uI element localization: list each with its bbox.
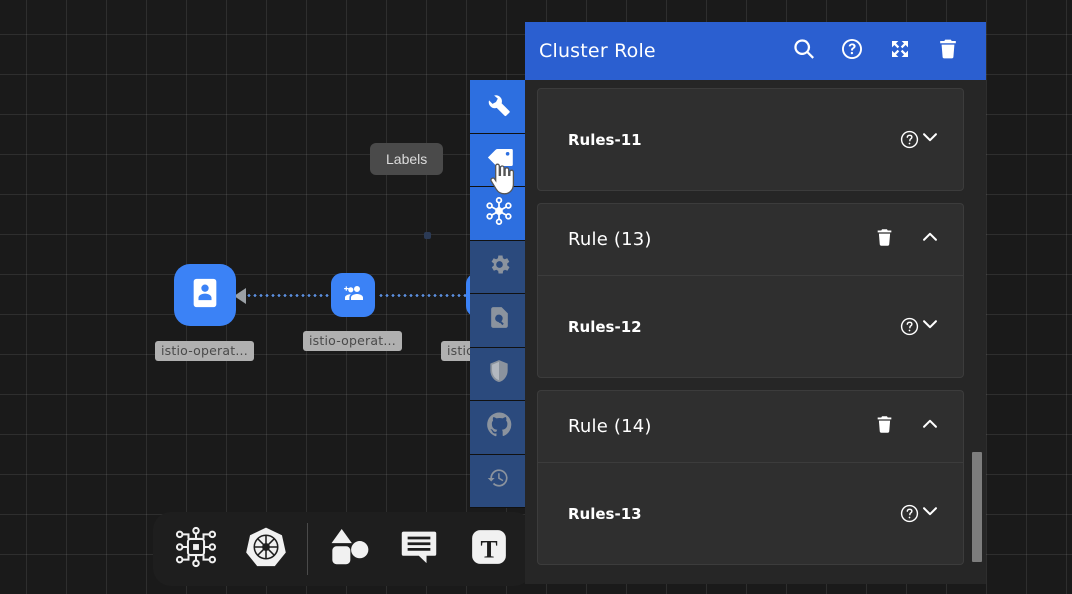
- mini-node[interactable]: [424, 232, 431, 239]
- panel-scroll-area[interactable]: Rules-11: [525, 80, 986, 584]
- rail-item-security[interactable]: [470, 347, 528, 401]
- toolbar-divider: [307, 523, 308, 575]
- tag-icon: [485, 143, 514, 177]
- rule-label: Rule (14): [568, 416, 652, 437]
- rail-item-settings[interactable]: [470, 240, 528, 294]
- microchip-icon: [174, 525, 218, 574]
- trash-icon: [936, 37, 960, 66]
- node-label: istio-operat...: [303, 331, 402, 351]
- rail-item-inspect[interactable]: [470, 294, 528, 348]
- rules-card: Rules-12: [537, 275, 964, 378]
- cluster-role-panel: Cluster Role: [525, 22, 986, 584]
- chevron-down-icon[interactable]: [919, 313, 941, 340]
- trash-icon[interactable]: [874, 227, 895, 253]
- users-add-icon: [341, 281, 365, 310]
- rule-label: Rule (13): [568, 229, 652, 250]
- node-service-account[interactable]: [174, 264, 236, 326]
- expand-button[interactable]: [888, 37, 912, 66]
- rule-row[interactable]: Rule (14): [538, 391, 963, 462]
- tooltip-labels: Labels: [370, 143, 444, 175]
- expand-icon: [888, 37, 912, 66]
- chevron-up-icon[interactable]: [919, 226, 941, 253]
- rule-card: Rule (13): [537, 203, 964, 275]
- rules-row[interactable]: Rules-13: [538, 463, 963, 564]
- graph-edge: [246, 294, 346, 297]
- svg-text:T: T: [480, 534, 497, 563]
- kubernetes-icon: [244, 525, 288, 574]
- search-icon: [792, 37, 816, 66]
- panel-header-actions: [792, 37, 960, 66]
- bottom-item-infrastructure[interactable]: [161, 512, 231, 586]
- shield-icon: [486, 358, 512, 389]
- node-role-binding[interactable]: [331, 273, 375, 317]
- text-icon: T: [467, 525, 511, 574]
- bottom-item-comment[interactable]: [384, 512, 454, 586]
- help-icon: [840, 37, 864, 66]
- rules-row[interactable]: Rules-12: [538, 276, 963, 377]
- graph-edge: [378, 294, 478, 297]
- rules-label: Rules-13: [568, 504, 642, 523]
- rules-card: Rules-13: [537, 462, 964, 565]
- comment-icon: [397, 525, 441, 574]
- vertical-toolbar: [470, 80, 528, 508]
- rule-card: Rule (14): [537, 390, 964, 462]
- graph-edge-arrow: [234, 288, 246, 304]
- page-title: Cluster Role: [539, 40, 656, 62]
- help-icon[interactable]: [900, 504, 919, 523]
- rail-item-labels[interactable]: [470, 133, 528, 187]
- shapes-icon: [326, 524, 372, 575]
- id-badge-icon: [188, 276, 222, 315]
- rail-item-tools[interactable]: [470, 80, 528, 134]
- help-icon[interactable]: [900, 130, 919, 149]
- help-button[interactable]: [840, 37, 864, 66]
- bottom-toolbar: T: [153, 512, 532, 586]
- rail-item-history[interactable]: [470, 454, 528, 508]
- topology-icon: [484, 196, 514, 231]
- gear-icon: [487, 252, 512, 282]
- document-search-icon: [487, 305, 512, 335]
- trash-icon[interactable]: [874, 414, 895, 440]
- bottom-item-shapes[interactable]: [314, 512, 384, 586]
- panel-scrollbar[interactable]: [972, 80, 984, 584]
- search-button[interactable]: [792, 37, 816, 66]
- bottom-item-kubernetes[interactable]: [231, 512, 301, 586]
- bottom-item-text[interactable]: T: [454, 512, 524, 586]
- rail-item-github[interactable]: [470, 401, 528, 455]
- node-label: istio-operat...: [155, 341, 254, 361]
- scrollbar-thumb[interactable]: [972, 452, 982, 562]
- wrench-icon: [486, 91, 512, 122]
- rail-item-topology[interactable]: [470, 187, 528, 241]
- panel-header: Cluster Role: [525, 22, 986, 80]
- chevron-down-icon[interactable]: [919, 126, 941, 153]
- chevron-down-icon[interactable]: [919, 500, 941, 527]
- rules-label: Rules-11: [568, 130, 642, 149]
- panel-body: Rules-11: [525, 80, 986, 584]
- rule-row[interactable]: Rule (13): [538, 204, 963, 275]
- help-icon[interactable]: [900, 317, 919, 336]
- rules-card: Rules-11: [537, 88, 964, 191]
- chevron-up-icon[interactable]: [919, 413, 941, 440]
- history-icon: [486, 465, 512, 496]
- delete-button[interactable]: [936, 37, 960, 66]
- rules-label: Rules-12: [568, 317, 642, 336]
- github-icon: [486, 411, 513, 443]
- rules-row[interactable]: Rules-11: [538, 89, 963, 190]
